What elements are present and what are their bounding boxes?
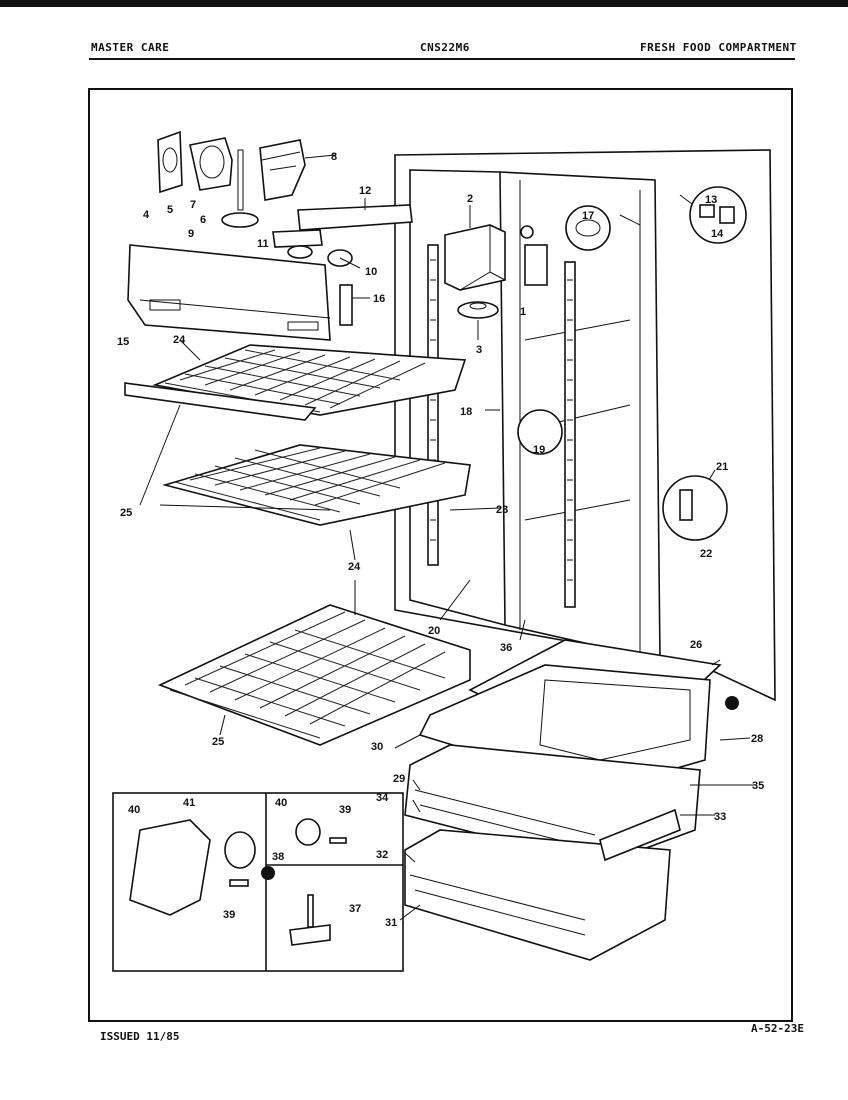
- callout-2: 2: [467, 193, 473, 205]
- callout-28: 28: [751, 733, 763, 745]
- wire-shelf-middle: [162, 444, 471, 526]
- callout-11: 11: [257, 238, 269, 250]
- brand-label: MASTER CARE: [91, 41, 170, 54]
- section-title: FRESH FOOD COMPARTMENT: [640, 41, 797, 54]
- callout-23: 23: [496, 504, 508, 516]
- callout-39-right: 39: [339, 804, 351, 816]
- callout-13: 13: [705, 194, 717, 206]
- callout-8: 8: [331, 151, 337, 163]
- handle-16: [339, 284, 353, 326]
- issue-date: ISSUED 11/85: [100, 1030, 180, 1043]
- header-rule: [89, 58, 795, 60]
- callout-33: 33: [714, 811, 726, 823]
- callout-14: 14: [711, 228, 724, 240]
- callout-22: 22: [700, 548, 712, 560]
- shelf-trim-upper: [124, 382, 317, 421]
- callout-31: 31: [385, 917, 397, 929]
- callout-21: 21: [716, 461, 728, 473]
- callout-38: 38: [272, 851, 284, 863]
- model-number: CNS22M6: [420, 41, 470, 54]
- shelf-ladder-left: [427, 244, 439, 566]
- callout-32: 32: [376, 849, 388, 861]
- callout-25-upper: 25: [120, 507, 132, 519]
- mount-screw: [725, 696, 739, 710]
- control-box: [444, 224, 506, 291]
- callout-15: 15: [117, 336, 129, 348]
- callout-37: 37: [349, 903, 361, 915]
- diagram-frame: [88, 88, 793, 1022]
- callout-12: 12: [359, 185, 371, 197]
- callout-34: 34: [376, 792, 389, 804]
- callout-26: 26: [690, 639, 702, 651]
- callout-36: 36: [500, 642, 512, 654]
- shelf-ladder-right: [564, 261, 576, 608]
- callout-35: 35: [752, 780, 764, 792]
- callout-40-left: 40: [128, 804, 140, 816]
- callout-6: 6: [200, 214, 206, 226]
- detail-circle-13-14: [689, 186, 747, 244]
- callout-16: 16: [373, 293, 385, 305]
- detail-circle-17: [565, 205, 611, 251]
- callout-18: 18: [460, 406, 472, 418]
- thermostat: [520, 225, 548, 286]
- callout-1: 1: [520, 306, 526, 318]
- wire-shelf-bottom: [157, 604, 471, 746]
- top-cover-panel: [127, 244, 353, 341]
- callout-9: 9: [188, 228, 194, 240]
- leader-lines: [139, 154, 755, 921]
- roller-kit-inset: [112, 792, 404, 972]
- detail-circle-21-22: [662, 475, 728, 541]
- callout-3: 3: [476, 344, 482, 356]
- callout-40-right: 40: [275, 797, 287, 809]
- callout-25-lower: 25: [212, 736, 224, 748]
- callout-4: 4: [143, 209, 150, 221]
- callout-39-left: 39: [223, 909, 235, 921]
- callout-29: 29: [393, 773, 405, 785]
- callout-7: 7: [190, 199, 196, 211]
- callout-30: 30: [371, 741, 383, 753]
- callout-41: 41: [183, 797, 195, 809]
- detail-circle-19: [517, 409, 563, 455]
- callout-24-upper: 24: [173, 334, 186, 346]
- top-scan-bar: [0, 0, 848, 7]
- callout-5: 5: [167, 204, 173, 216]
- crisper-drawer-lower: [404, 829, 671, 961]
- callout-20: 20: [428, 625, 440, 637]
- callout-19: 19: [533, 444, 545, 456]
- cabinet-liner: [394, 149, 776, 702]
- callout-17: 17: [582, 210, 594, 222]
- diagram-code: A-52-23E: [751, 1022, 804, 1035]
- callout-10: 10: [365, 266, 377, 278]
- drawer-slide-33: [599, 808, 681, 862]
- callout-24-lower: 24: [348, 561, 361, 573]
- control-knob: [457, 301, 499, 319]
